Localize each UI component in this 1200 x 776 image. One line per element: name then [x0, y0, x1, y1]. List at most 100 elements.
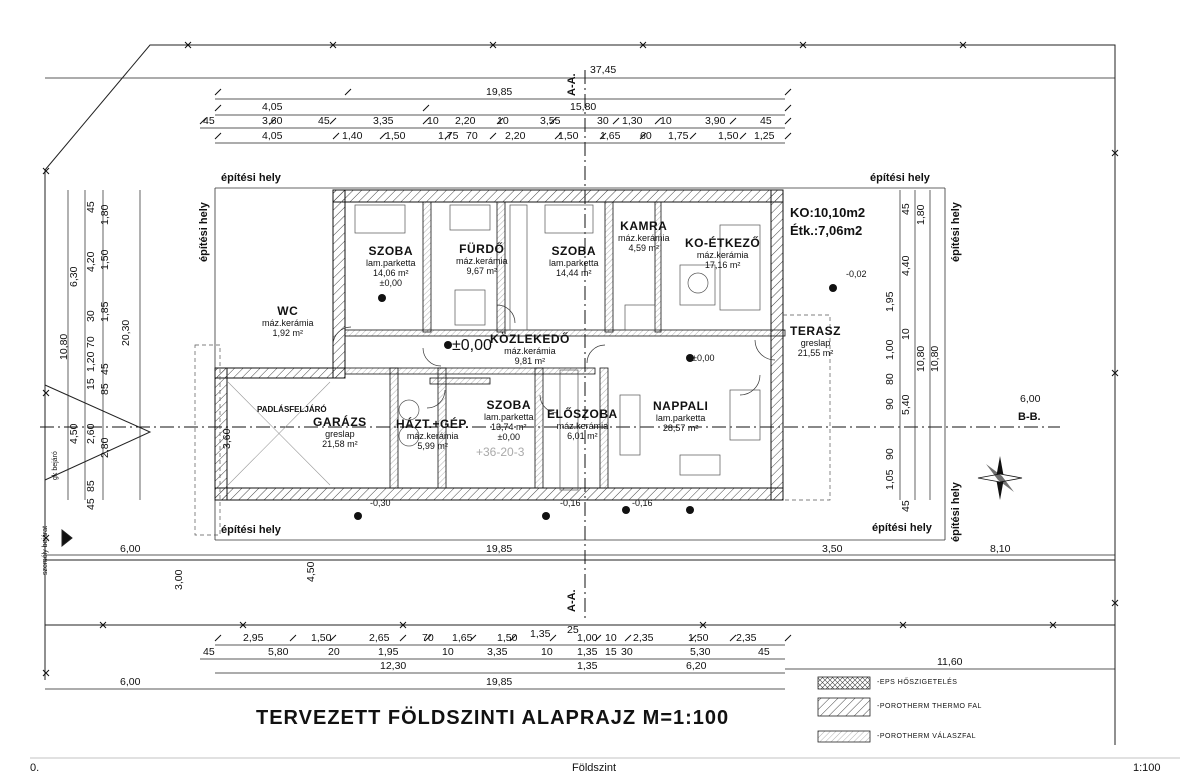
dim-bot-r1: 2,35	[633, 632, 654, 644]
section-bb: B-B.	[1018, 411, 1041, 423]
setback-label-vertical: építési hely	[950, 202, 962, 262]
room-furdo: FÜRDŐ máz.kerámia 9,67 m²	[456, 242, 508, 276]
level-markers	[354, 284, 837, 520]
room-szoba-1: SZOBA lam.parketta 14,06 m² ±0,00	[366, 244, 416, 288]
dim-bot-r3: 6,20	[686, 660, 707, 672]
watermark-stamp: +36-20-3	[476, 445, 525, 459]
room-szoba-3: SZOBA lam.parketta 13,74 m² ±0,00	[484, 398, 534, 442]
level-garazs: -0,30	[370, 498, 391, 508]
dim-left: 1,20	[85, 351, 97, 372]
setback-label: építési hely	[870, 172, 930, 184]
dim-right: 80	[884, 373, 896, 385]
dim-upper-left: 6,00	[120, 543, 141, 555]
setback-label-vertical: építési hely	[198, 202, 210, 262]
dim-bot-r1: 1,00	[577, 632, 598, 644]
dim-top-r3: 3,60	[262, 115, 283, 127]
dim-top-r4: 1,40	[342, 130, 363, 142]
dim-left: 1,85	[99, 301, 111, 322]
dim-right: 10	[900, 328, 912, 340]
dim-bot-r2: 20	[328, 646, 340, 658]
room-terasz: TERASZ greslap 21,55 m²	[790, 324, 841, 358]
dim-bot-r2: 10	[541, 646, 553, 658]
dim-left: 3,60	[221, 428, 233, 449]
room-hazt-gep: HÁZT.+GÉP. máz.kerámia 5,99 m²	[396, 417, 470, 451]
dim-bot-r3: 1,35	[577, 660, 598, 672]
dim-bot-r1: 25	[567, 624, 579, 636]
dim-bot-r2: 5,30	[690, 646, 711, 658]
level-nappali-out: -0,16	[632, 498, 653, 508]
dim-bot-r1: 1,35	[530, 628, 551, 640]
dim-right: 10,80	[929, 345, 941, 372]
dim-right: 1,00	[884, 339, 896, 360]
padlasfeljaro-label: PADLÁSFELJÁRÓ	[257, 405, 327, 414]
dim-top-r4: 1,25	[754, 130, 775, 142]
dim-overall: 37,45	[590, 64, 617, 76]
room-nappali: NAPPALI lam.parketta 28,57 m²	[653, 399, 709, 433]
dim-left: 4,50	[68, 423, 80, 444]
dim-top-r4: 1,65	[600, 130, 621, 142]
szemely-bejarat-label: személy bejárat	[42, 525, 49, 575]
dim-bot-r2: 15	[605, 646, 617, 658]
dim-top-r3: 3,90	[705, 115, 726, 127]
dim-top-r3: 10	[660, 115, 672, 127]
dim-right: 10,80	[915, 345, 927, 372]
dim-top-r4: 60	[640, 130, 652, 142]
dim-top-row1: 19,85	[486, 86, 513, 98]
dim-left: 30	[85, 310, 97, 322]
dim-bot-r2: 5,80	[268, 646, 289, 658]
dim-bot-r2: 10	[442, 646, 454, 658]
dim-bot-r1: 1,50	[311, 632, 332, 644]
dim-top-r3: 45	[318, 115, 330, 127]
room-szoba-2: SZOBA lam.parketta 14,44 m²	[549, 244, 599, 278]
dim-left: 2,80	[99, 437, 111, 458]
dim-bot-r3: 12,30	[380, 660, 407, 672]
section-aa-bottom: A-A.	[566, 589, 578, 612]
dim-bot-r1: 2,35	[736, 632, 757, 644]
dim-right: 5,40	[900, 394, 912, 415]
setback-lines	[214, 187, 946, 541]
dim-upper-mid: 19,85	[486, 543, 513, 555]
dim-top-r3: 45	[203, 115, 215, 127]
dim-top-row2b: 15,80	[570, 101, 597, 113]
level-nappali: ±0,00	[692, 353, 715, 363]
dim-vert-450: 4,50	[305, 561, 317, 582]
dim-bot-r1: 2,65	[369, 632, 390, 644]
dim-top-row2a: 4,05	[262, 101, 283, 113]
legend-swatches	[817, 676, 871, 743]
dim-top-r4: 70	[466, 130, 478, 142]
room-garazs: GARÁZS greslap 21,58 m²	[313, 415, 367, 449]
dim-top-r3: 1,30	[622, 115, 643, 127]
dim-top-r4: 4,05	[262, 130, 283, 142]
dim-left: 2,60	[85, 423, 97, 444]
dim-bot-r1: 1,50	[497, 632, 518, 644]
dim-top-r3: 3,55	[540, 115, 561, 127]
footer-right: 1:100	[1133, 762, 1161, 774]
dim-lines-bottom	[45, 554, 1115, 690]
dim-top-r4: 1,50	[718, 130, 739, 142]
dim-bot-r2: 45	[758, 646, 770, 658]
level-kozlekedo: ±0,00	[452, 337, 492, 354]
dim-bot-r1: 10	[605, 632, 617, 644]
dim-bot-r4-mid: 19,85	[486, 676, 513, 688]
dim-ticks	[199, 88, 792, 642]
dim-bot-r2: 3,35	[487, 646, 508, 658]
dim-top-r4: 1,75	[668, 130, 689, 142]
etk-area: Étk.:7,06m2	[790, 223, 863, 238]
dim-top-r4: 1,50	[558, 130, 579, 142]
dim-left: 85	[85, 480, 97, 492]
plot-boundary	[44, 44, 1116, 745]
dim-right: 45	[900, 203, 912, 215]
boundary-markers	[42, 41, 1119, 677]
dim-vert-300: 3,00	[173, 569, 185, 590]
dim-bot-r2: 30	[621, 646, 633, 658]
dim-top-r3: 30	[597, 115, 609, 127]
dim-left: 6,30	[68, 266, 80, 287]
dim-left: 85	[99, 383, 111, 395]
room-kamra: KAMRA máz.kerámia 4,59 m²	[618, 219, 670, 253]
drawing-title: TERVEZETT FÖLDSZINTI ALAPRAJZ M=1:100	[256, 707, 730, 729]
dim-bot-r1: 1,50	[688, 632, 709, 644]
setback-label: építési hely	[221, 524, 281, 536]
dim-right: 4,40	[900, 255, 912, 276]
level-bejarat: -0,16	[560, 498, 581, 508]
dim-upper-r2: 8,10	[990, 543, 1011, 555]
